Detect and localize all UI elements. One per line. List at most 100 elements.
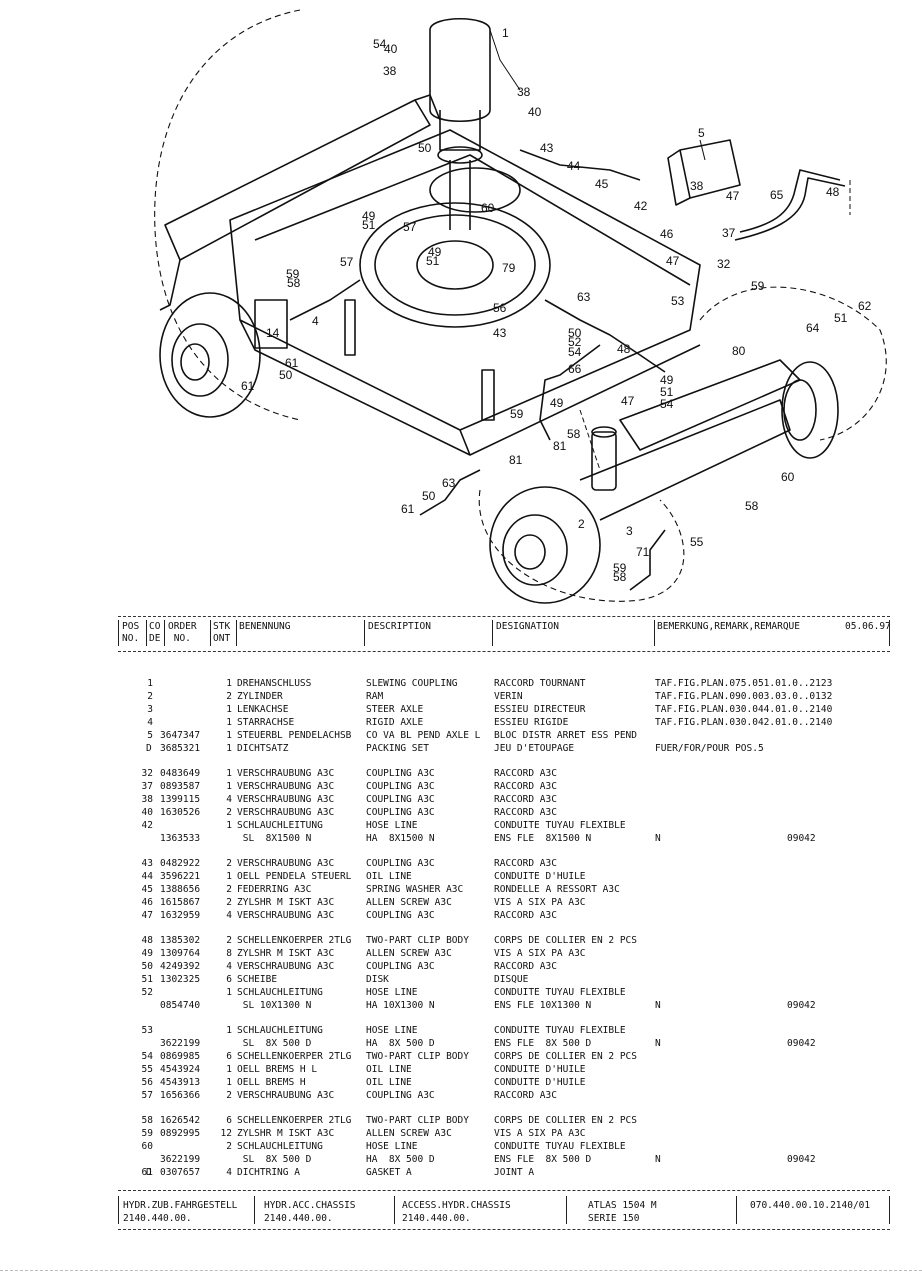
callout-43: 43 [493, 326, 507, 340]
cell-fr: ESSIEU RIGIDE [494, 717, 569, 728]
callout-61: 61 [285, 356, 299, 370]
cell-qty: 4 [226, 1167, 232, 1178]
callout-64: 64 [806, 321, 820, 335]
cell-pos: 42 [141, 820, 153, 831]
callout-55: 55 [690, 535, 704, 549]
header-description: DESCRIPTION [368, 621, 431, 632]
cell-pos: 53 [141, 1025, 153, 1036]
cell-remark: TAF.FIG.PLAN.030.042.01.0..2140 [655, 717, 833, 728]
dozer-blade [164, 99, 431, 261]
cell-qty: 4 [226, 910, 232, 921]
callout-58: 58 [567, 427, 581, 441]
cell-qty: 8 [226, 948, 232, 959]
header-pos-no: POS NO. [122, 621, 140, 644]
cell-pos: 49 [141, 948, 153, 959]
cell-pos: 60 [141, 1141, 153, 1152]
cell-de: VERSCHRAUBUNG A3C [237, 1090, 335, 1101]
callout-47: 47 [726, 189, 740, 203]
cell-order: 1385302 [160, 935, 201, 946]
cell-de: VERSCHRAUBUNG A3C [237, 910, 335, 921]
callout-58: 58 [613, 570, 627, 584]
cell-qty: 12 [220, 1128, 232, 1139]
callout-38: 38 [383, 64, 397, 78]
cell-fr: CORPS DE COLLIER EN 2 PCS [494, 935, 637, 946]
cell-order: 1363533 [160, 833, 201, 844]
header-remark: BEMERKUNG,REMARK,REMARQUE [657, 621, 800, 632]
cell-order: 0892995 [160, 1128, 201, 1139]
cell-pos: 55 [141, 1064, 153, 1075]
cell-order: 4543924 [160, 1064, 201, 1075]
cell-remark: N [655, 1038, 661, 1049]
cell-fr: ESSIEU DIRECTEUR [494, 704, 586, 715]
callout-61: 61 [241, 379, 255, 393]
callout-63: 63 [442, 476, 456, 490]
cell-order: 0869985 [160, 1051, 201, 1062]
callout-61: 61 [401, 502, 415, 516]
callout-2: 2 [578, 517, 585, 531]
page-footer: HYDR.ZUB.FAHRGESTELL 2140.440.00. HYDR.A… [118, 1188, 890, 1232]
cell-order: 3596221 [160, 871, 201, 882]
cell-pos: 40 [141, 807, 153, 818]
cell-qty: 2 [226, 858, 232, 869]
cell-fr: VERIN [494, 691, 523, 702]
header-designation: DESIGNATION [496, 621, 559, 632]
cell-de: SL 8X 500 D [237, 1154, 312, 1165]
control-valve-block [679, 139, 741, 199]
callout-66: 66 [568, 362, 582, 376]
callout-40: 40 [384, 42, 398, 56]
cell-order: 3647347 [160, 730, 201, 741]
cell-de: DICHTSATZ [237, 743, 289, 754]
cell-qty: 4 [226, 961, 232, 972]
cell-fr: CONDUITE TUYAU FLEXIBLE [494, 1141, 626, 1152]
cell-en: HA 10X1300 N [366, 1000, 435, 1011]
cell-order: 1630526 [160, 807, 201, 818]
hose-line-42 [519, 149, 641, 181]
cell-pos: 48 [141, 935, 153, 946]
cell-order: 1399115 [160, 794, 201, 805]
cell-de: ZYLSHR M ISKT A3C [237, 1128, 335, 1139]
cell-qty: 1 [226, 704, 232, 715]
cell-qty: 1 [226, 1025, 232, 1036]
cell-de: SCHELLENKOERPER 2TLG [237, 1115, 352, 1126]
cell-de: SL 8X1500 N [237, 833, 312, 844]
cell-de: LENKACHSE [237, 704, 289, 715]
callout-49: 49 [428, 245, 442, 259]
cell-en: HOSE LINE [366, 820, 418, 831]
callout-38: 38 [690, 179, 704, 193]
cell-fr: CONDUITE TUYAU FLEXIBLE [494, 987, 626, 998]
cell-qty: 1 [226, 781, 232, 792]
cell-code: D [146, 743, 152, 754]
cell-order: 3622199 [160, 1154, 201, 1165]
callout-63: 63 [577, 290, 591, 304]
cell-pos: 45 [141, 884, 153, 895]
cell-qty: 1 [226, 820, 232, 831]
cell-pos: 54 [141, 1051, 153, 1062]
cell-en: OIL LINE [366, 1064, 412, 1075]
cell-qty: 6 [226, 974, 232, 985]
callout-50: 50 [418, 141, 432, 155]
cell-pos: 61 [141, 1167, 153, 1178]
callout-4: 4 [312, 314, 319, 328]
header-code: CO DE [149, 621, 161, 644]
cell-order: 0854740 [160, 1000, 201, 1011]
cell-remark: FUER/FOR/POUR POS.5 [655, 743, 764, 754]
cell-qty: 2 [226, 935, 232, 946]
cell-en: STEER AXLE [366, 704, 424, 715]
cell-fr: RACCORD A3C [494, 1090, 557, 1101]
cell-pos: 57 [141, 1090, 153, 1101]
cell-en: COUPLING A3C [366, 858, 435, 869]
cell-de: ZYLSHR M ISKT A3C [237, 897, 335, 908]
hose-line-63 [419, 469, 481, 516]
cell-de: STEUERBL PENDELACHSB [237, 730, 352, 741]
callout-80: 80 [732, 344, 746, 358]
